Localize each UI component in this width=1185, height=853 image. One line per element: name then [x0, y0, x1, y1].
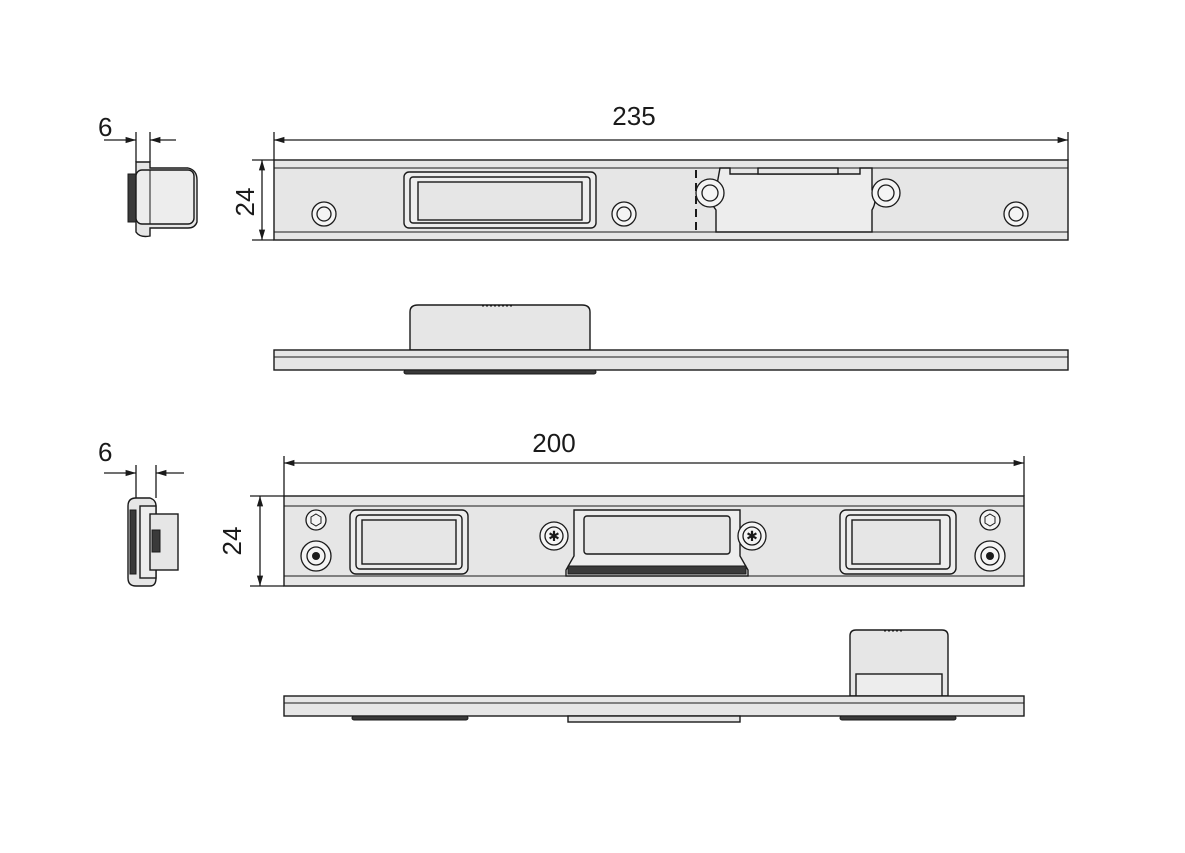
plate-200-length-label: 200	[532, 428, 575, 458]
plate-235-front-view	[273, 159, 1069, 241]
plate-235-group: 6 235 24	[98, 101, 1069, 375]
plate-200-group: 6 200 24	[98, 428, 1025, 723]
plate-200-depth-dimension: 6	[98, 437, 184, 498]
plate-235-length-label: 235	[612, 101, 655, 131]
plate-235-height-label: 24	[230, 188, 260, 217]
plate-200-front-view: ✱ ✱	[283, 495, 1025, 587]
svg-text:✱: ✱	[746, 529, 758, 545]
plate-200-side-view	[127, 497, 179, 587]
plate-200-top-view	[283, 629, 1025, 723]
plate-200-height-label: 24	[217, 527, 247, 556]
plate-235-side-view	[127, 161, 198, 238]
plate-200-length-dimension: 200	[283, 428, 1025, 496]
svg-text:✱: ✱	[548, 529, 560, 545]
plate-235-top-view	[273, 304, 1069, 375]
plate-235-length-dimension: 235	[273, 101, 1069, 160]
plate-235-depth-label: 6	[98, 112, 112, 142]
plate-200-height-dimension: 24	[217, 495, 284, 587]
plate-235-depth-dimension: 6	[98, 112, 176, 162]
plate-200-depth-label: 6	[98, 437, 112, 467]
plate-235-height-dimension: 24	[230, 159, 274, 241]
